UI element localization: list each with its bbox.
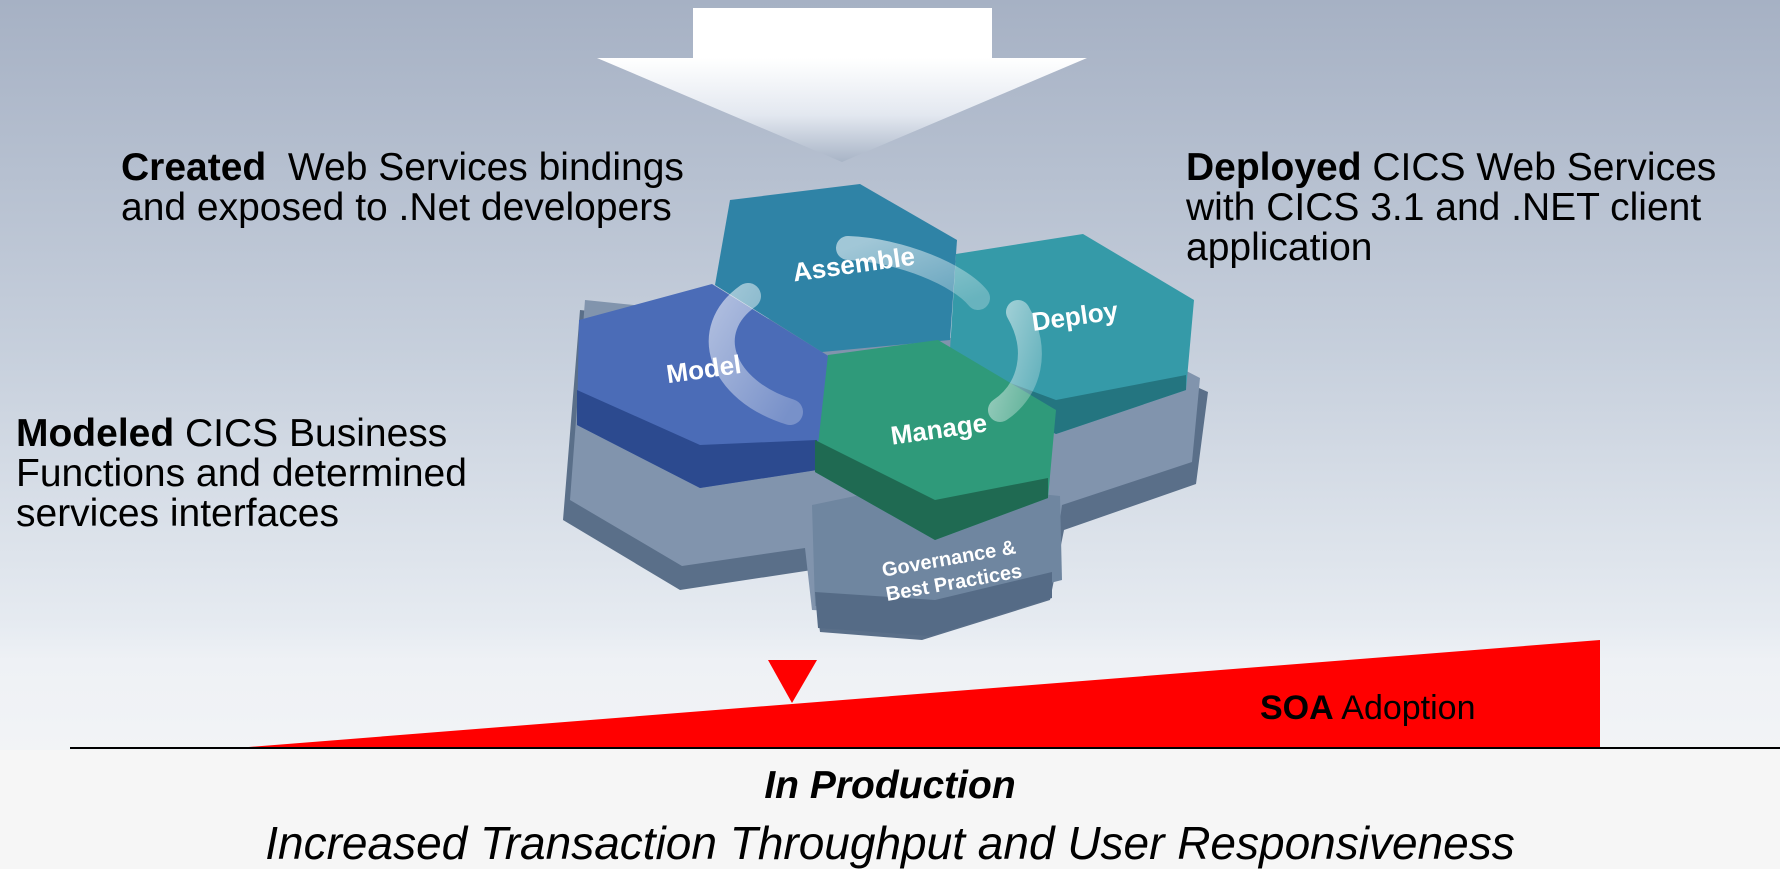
deployed-caption-text: CICS Web Services with CICS 3.1 and .NET… [1186,146,1717,269]
created-caption: Created Web Services bindings and expose… [121,148,701,228]
manage-hex [815,340,1056,540]
bottom-panel [0,750,1780,869]
deployed-caption: Deployed CICS Web Services with CICS 3.1… [1186,148,1746,268]
production-subtitle: Increased Transaction Throughput and Use… [265,817,1515,869]
created-caption-strong: Created [121,146,267,189]
modeled-caption-strong: Modeled [16,412,175,455]
created-caption-text: Web Services bindings and exposed to .Ne… [121,146,684,229]
soa-adoption-label: SOA Adoption [1260,688,1476,728]
modeled-caption-text: CICS Business Functions and determined s… [16,412,467,535]
deployed-caption-strong: Deployed [1186,146,1362,189]
model-hex [577,284,835,488]
baseline-rule [70,747,1780,749]
soa-adoption-strong: SOA [1260,689,1334,727]
soa-adoption-text: Adoption [1341,689,1476,727]
modeled-caption: Modeled CICS Business Functions and dete… [16,414,536,534]
soa-adoption-wedge [236,640,1600,748]
assemble-hex [715,184,957,352]
production-title: In Production [764,764,1016,807]
lifecycle-arrows [708,236,1042,425]
down-arrow [597,8,1087,162]
